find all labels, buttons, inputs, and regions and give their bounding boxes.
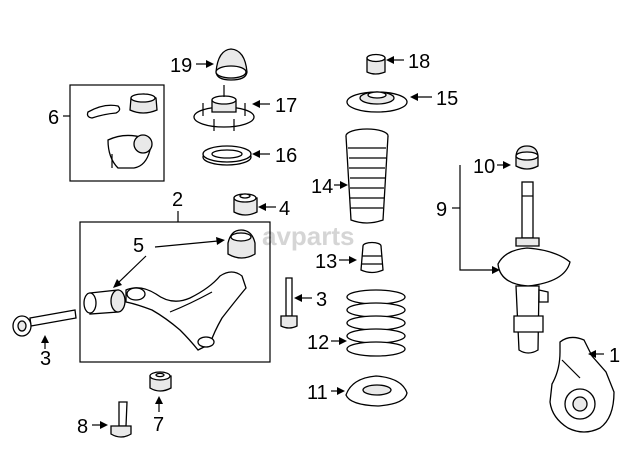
bolt-3-left[interactable] <box>12 309 77 337</box>
arrow-4 <box>258 203 266 211</box>
arrow-8 <box>100 421 108 429</box>
frame-2 <box>79 221 271 363</box>
callout-16: 16 <box>275 145 297 167</box>
arrow-5b <box>113 279 122 288</box>
bolt-8[interactable] <box>110 401 132 438</box>
coil-spring-12[interactable] <box>346 289 406 357</box>
arrow-5a <box>216 237 225 245</box>
callout-18: 18 <box>408 51 430 73</box>
callout-12: 12 <box>307 332 329 354</box>
callout-4: 4 <box>279 198 290 220</box>
callout-8: 8 <box>77 416 88 438</box>
arrow-9 <box>492 266 500 274</box>
arrow-17 <box>252 100 260 108</box>
arrow-13 <box>349 256 357 264</box>
dust-boot-14[interactable] <box>345 128 389 224</box>
bolt-3-right[interactable] <box>280 277 298 329</box>
spring-seat-15[interactable] <box>346 91 408 113</box>
arrow-3-right <box>294 294 302 302</box>
arrow-16 <box>252 150 260 158</box>
callout-11: 11 <box>307 382 328 404</box>
leader-5b <box>117 255 147 284</box>
bearing-16[interactable] <box>202 145 252 166</box>
cap-19[interactable] <box>215 48 248 81</box>
callout-19: 19 <box>170 55 192 77</box>
spring-insulator-11[interactable] <box>345 375 408 407</box>
callout-15: 15 <box>436 88 458 110</box>
lower-control-arm-2[interactable] <box>125 271 247 351</box>
arrow-18 <box>386 56 394 64</box>
arrow-10 <box>503 161 511 169</box>
ball-joint-kit-6[interactable] <box>86 93 158 169</box>
callout-1: 1 <box>609 345 620 367</box>
arrow-11 <box>337 387 345 395</box>
arrow-7 <box>155 396 163 404</box>
callout-7: 7 <box>153 414 164 436</box>
callout-10: 10 <box>473 156 495 178</box>
callout-13: 13 <box>315 251 337 273</box>
callout-5: 5 <box>133 235 144 257</box>
strut-mount-17[interactable] <box>193 85 255 131</box>
callout-3-right: 3 <box>316 289 327 311</box>
callout-2: 2 <box>172 189 183 211</box>
arrow-1 <box>588 350 596 358</box>
leader-9-bracket <box>459 165 495 271</box>
bushing-18[interactable] <box>366 53 386 75</box>
arrow-15 <box>410 93 418 101</box>
nut-10[interactable] <box>515 145 539 170</box>
bump-stop-13[interactable] <box>360 241 384 274</box>
bushing-5a[interactable] <box>83 289 126 315</box>
callout-3-left: 3 <box>40 348 51 370</box>
strut-assembly-9[interactable] <box>497 181 571 354</box>
arrow-19 <box>206 60 214 68</box>
frame-6 <box>69 84 165 182</box>
bushing-5b[interactable] <box>227 229 256 259</box>
leader-5a <box>154 240 219 248</box>
arrow-3-left <box>41 335 49 343</box>
callout-9: 9 <box>436 199 447 221</box>
watermark: avparts <box>262 221 355 251</box>
callout-6: 6 <box>48 107 59 129</box>
nut-4[interactable] <box>233 193 258 216</box>
callout-14: 14 <box>311 176 333 198</box>
steering-knuckle-1[interactable] <box>549 336 615 433</box>
nut-7[interactable] <box>149 371 172 392</box>
arrow-14 <box>340 181 348 189</box>
arrow-12 <box>339 337 347 345</box>
callout-17: 17 <box>275 95 297 117</box>
